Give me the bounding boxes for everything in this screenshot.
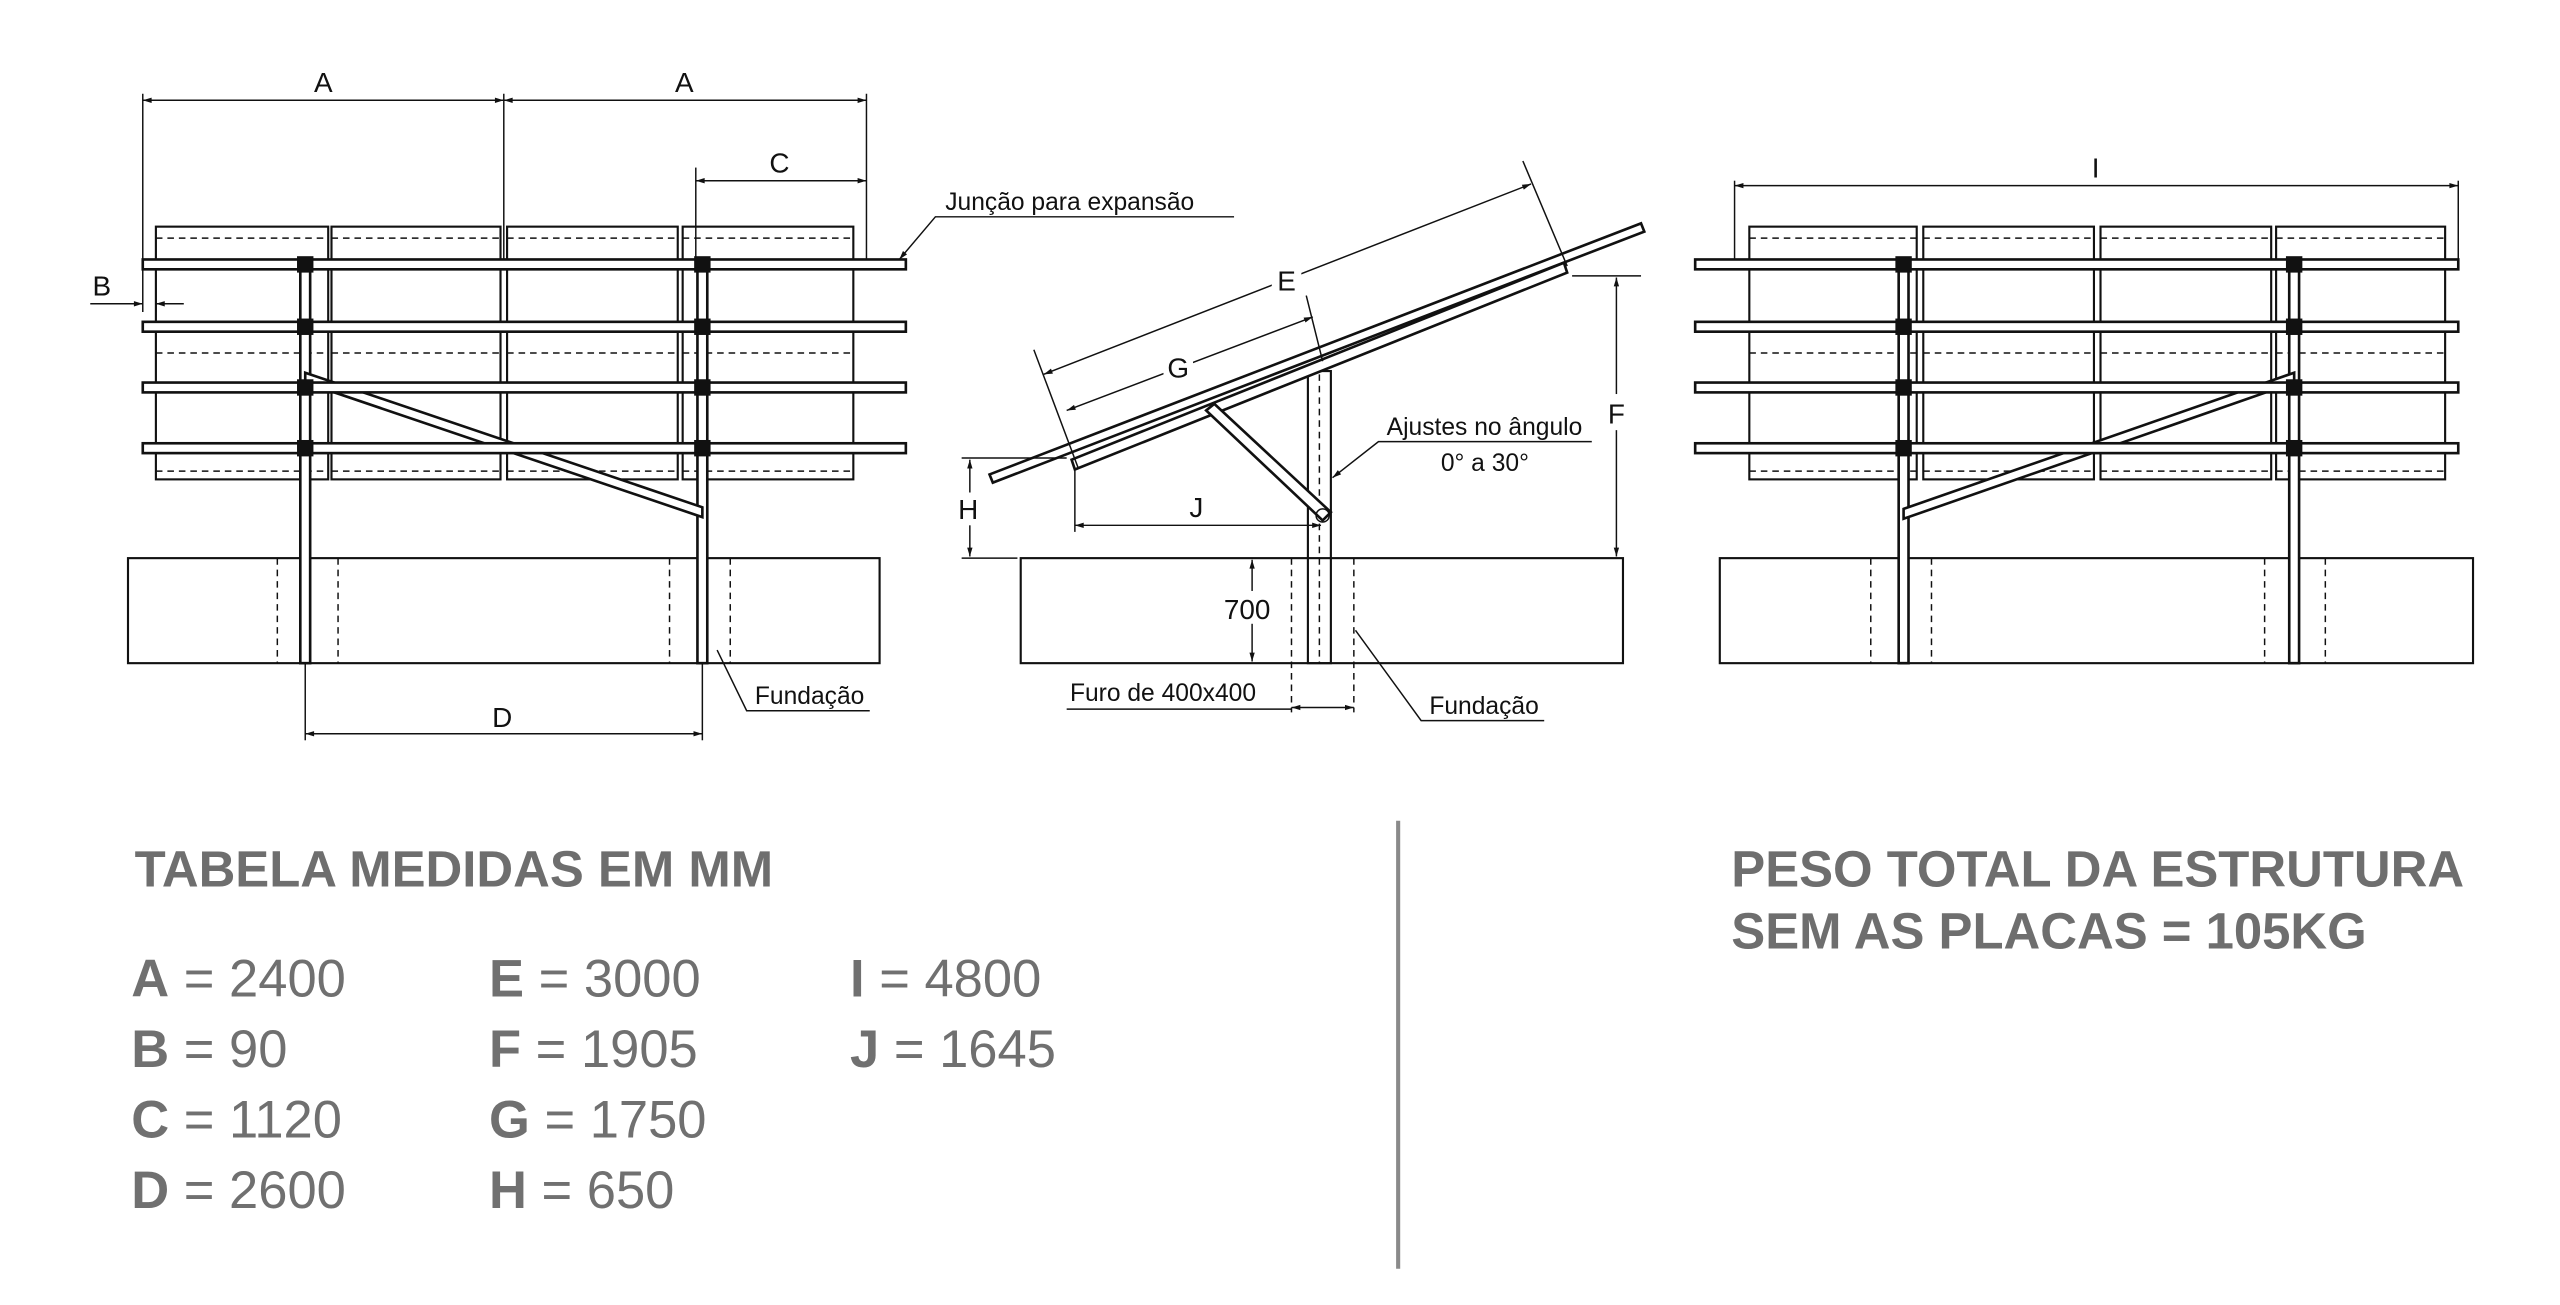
measurement-row: A = 2400: [131, 949, 346, 1008]
dimension-c-label: C: [769, 148, 789, 179]
weight-line-1: PESO TOTAL DA ESTRUTURA: [1731, 840, 2464, 897]
measurement-value: 2600: [229, 1161, 346, 1220]
junction-label: Junção para expansão: [945, 189, 1194, 216]
measurement-equals: =: [879, 1020, 939, 1079]
measurement-key: G: [489, 1090, 530, 1149]
measurement-key: D: [131, 1161, 169, 1220]
horizontal-rail: [141, 258, 908, 271]
measurement-equals: =: [865, 949, 925, 1008]
foundation-block: [126, 557, 881, 665]
horizontal-rail: [1693, 381, 2460, 394]
foundation-label: Fundação: [1429, 693, 1538, 720]
hole-size-label: Furo de 400x400: [1070, 680, 1256, 707]
dimension-a-left-label: A: [314, 67, 333, 98]
horizontal-rail: [141, 320, 908, 333]
measurement-equals: =: [524, 949, 584, 1008]
rear-view: I: [1693, 152, 2475, 665]
rail-clamp: [297, 318, 314, 335]
measurement-equals: =: [169, 1161, 229, 1220]
dimension-j-label: J: [1189, 492, 1203, 523]
measurement-row: D = 2600: [131, 1161, 346, 1220]
measurement-value: 2400: [229, 949, 346, 1008]
dimension-g-label: G: [1167, 353, 1189, 384]
measurement-equals: =: [169, 949, 229, 1008]
measurement-row: I = 4800: [850, 949, 1041, 1008]
measurement-table-title: TABELA MEDIDAS EM MM: [135, 840, 774, 897]
measurement-row: B = 90: [131, 1020, 287, 1079]
horizontal-rail: [141, 441, 908, 455]
measurement-key: C: [131, 1090, 169, 1149]
measurement-equals: =: [527, 1161, 587, 1220]
rail-clamp: [2285, 439, 2303, 457]
side-view: E G J H F 700 Ajustes no ângulo 0° a 30°…: [958, 160, 1647, 722]
angle-range-label: 0° a 30°: [1441, 450, 1529, 477]
horizontal-rail: [1693, 441, 2460, 455]
measurement-row: E = 3000: [489, 949, 701, 1008]
dimension-i-label: I: [2092, 152, 2100, 183]
measurement-equals: =: [169, 1090, 229, 1149]
measurement-value: 3000: [584, 949, 701, 1008]
rail-clamp: [2285, 379, 2303, 396]
horizontal-rail: [141, 381, 908, 394]
measurement-equals: =: [530, 1090, 590, 1149]
rail-clamp: [1895, 256, 1912, 273]
measurement-value: 90: [229, 1020, 287, 1079]
rail-clamp: [694, 379, 711, 396]
rail-clamp: [694, 439, 711, 457]
rail-clamp: [2285, 256, 2303, 273]
measurement-key: A: [131, 949, 169, 1008]
depth-label: 700: [1224, 594, 1271, 625]
horizontal-rail: [1693, 320, 2460, 333]
measurement-value: 4800: [924, 949, 1041, 1008]
rail-clamp: [297, 439, 314, 457]
rail-clamp: [297, 379, 314, 396]
measurement-row: F = 1905: [489, 1020, 698, 1079]
dimension-e-label: E: [1277, 266, 1296, 297]
rail-clamp: [297, 256, 314, 273]
measurement-key: H: [489, 1161, 527, 1220]
foundation-block: [1718, 557, 2475, 665]
measurement-row: J = 1645: [850, 1020, 1056, 1079]
rail-clamp: [1895, 318, 1912, 335]
measurement-equals: =: [169, 1020, 229, 1079]
measurement-value: 1120: [229, 1090, 342, 1149]
measurement-equals: =: [521, 1020, 581, 1079]
measurement-value: 1750: [590, 1090, 707, 1149]
dimension-d-label: D: [492, 702, 512, 733]
measurement-key: F: [489, 1020, 521, 1079]
measurement-key: E: [489, 949, 524, 1008]
measurement-value: 650: [587, 1161, 675, 1220]
measurement-row: G = 1750: [489, 1090, 706, 1149]
rail-clamp: [1895, 379, 1912, 396]
weight-line-2: SEM AS PLACAS = 105KG: [1731, 903, 2366, 960]
measurement-key: I: [850, 949, 865, 1008]
rail-clamp: [694, 318, 711, 335]
rail-clamp: [2285, 318, 2303, 335]
dimension-a-right-label: A: [675, 67, 694, 98]
rail-clamp: [694, 256, 711, 273]
measurement-row: C = 1120: [131, 1090, 342, 1149]
dimension-h-label: H: [958, 494, 978, 525]
measurement-row: H = 650: [489, 1161, 674, 1220]
measurement-value: 1905: [581, 1020, 698, 1079]
foundation-label: Fundação: [755, 683, 864, 710]
dimension-b-label: B: [92, 271, 111, 302]
measurement-key: J: [850, 1020, 879, 1079]
angle-adjust-label: Ajustes no ângulo: [1387, 414, 1583, 441]
horizontal-rail: [1693, 258, 2460, 271]
measurement-value: 1645: [939, 1020, 1056, 1079]
measurement-key: B: [131, 1020, 169, 1079]
dimension-f-label: F: [1608, 399, 1625, 430]
front-view: A A C B D Junção para expansão Fundação: [90, 67, 1235, 741]
foundation-block: [1019, 557, 1625, 665]
diagonal-brace: [1204, 402, 1333, 523]
rail-clamp: [1895, 439, 1912, 457]
inclined-rail: [987, 221, 1647, 485]
